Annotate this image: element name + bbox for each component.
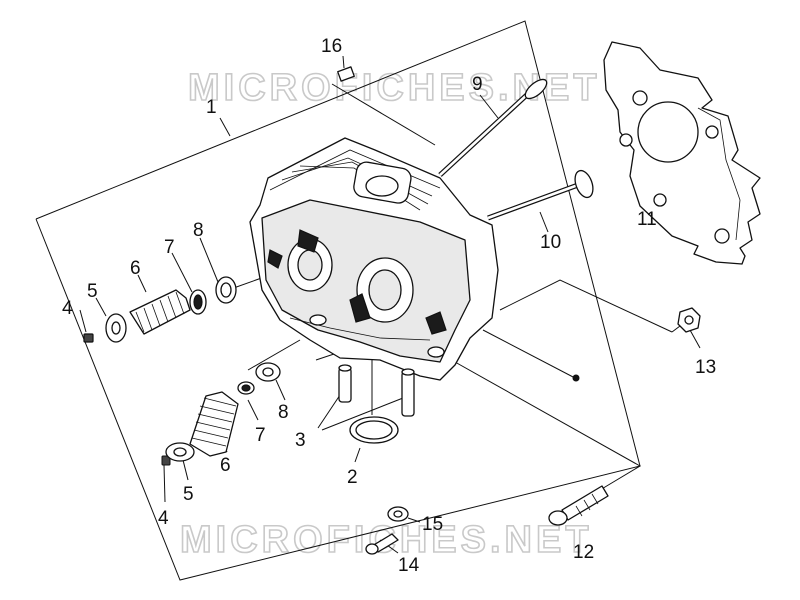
callout-6-upper: 6 <box>130 258 141 279</box>
valve-10 <box>487 169 594 221</box>
callout-5-lower: 5 <box>183 484 194 505</box>
washer-15 <box>387 506 409 522</box>
reference-dot <box>572 374 580 382</box>
upper-valve-train <box>83 276 237 343</box>
callout-16: 16 <box>321 36 342 57</box>
callout-14: 14 <box>398 555 420 576</box>
callout-8-upper: 8 <box>193 220 204 241</box>
callout-6-lower: 6 <box>220 455 231 476</box>
nut-13 <box>677 307 701 333</box>
callout-5-upper: 5 <box>87 281 98 302</box>
lower-valve-train <box>161 362 281 466</box>
callout-11: 11 <box>637 209 657 230</box>
bolt-12 <box>548 485 609 526</box>
callout-13: 13 <box>695 357 716 378</box>
callout-2: 2 <box>347 467 358 488</box>
callout-10: 10 <box>540 232 561 253</box>
callout-9: 9 <box>472 74 483 95</box>
callout-12: 12 <box>573 542 594 563</box>
callout-4-upper: 4 <box>62 298 73 319</box>
callout-7-lower: 7 <box>255 425 266 446</box>
dowel-sleeves-3 <box>338 364 415 417</box>
callout-labels: 1 2 3 4 4 5 5 6 6 7 7 8 8 9 10 11 12 13 … <box>62 36 716 576</box>
cylinder-head <box>249 137 499 381</box>
bolt-14 <box>365 533 399 555</box>
valve-9 <box>438 78 548 177</box>
callout-7-upper: 7 <box>164 237 175 258</box>
callout-15: 15 <box>422 514 443 535</box>
dowel-pin-16 <box>337 66 355 82</box>
callout-1: 1 <box>206 97 217 118</box>
callout-3: 3 <box>295 430 306 451</box>
head-gasket-11 <box>603 41 761 265</box>
o-ring-2 <box>349 416 399 444</box>
callout-8-lower: 8 <box>278 402 289 423</box>
callout-4-lower: 4 <box>158 508 169 529</box>
